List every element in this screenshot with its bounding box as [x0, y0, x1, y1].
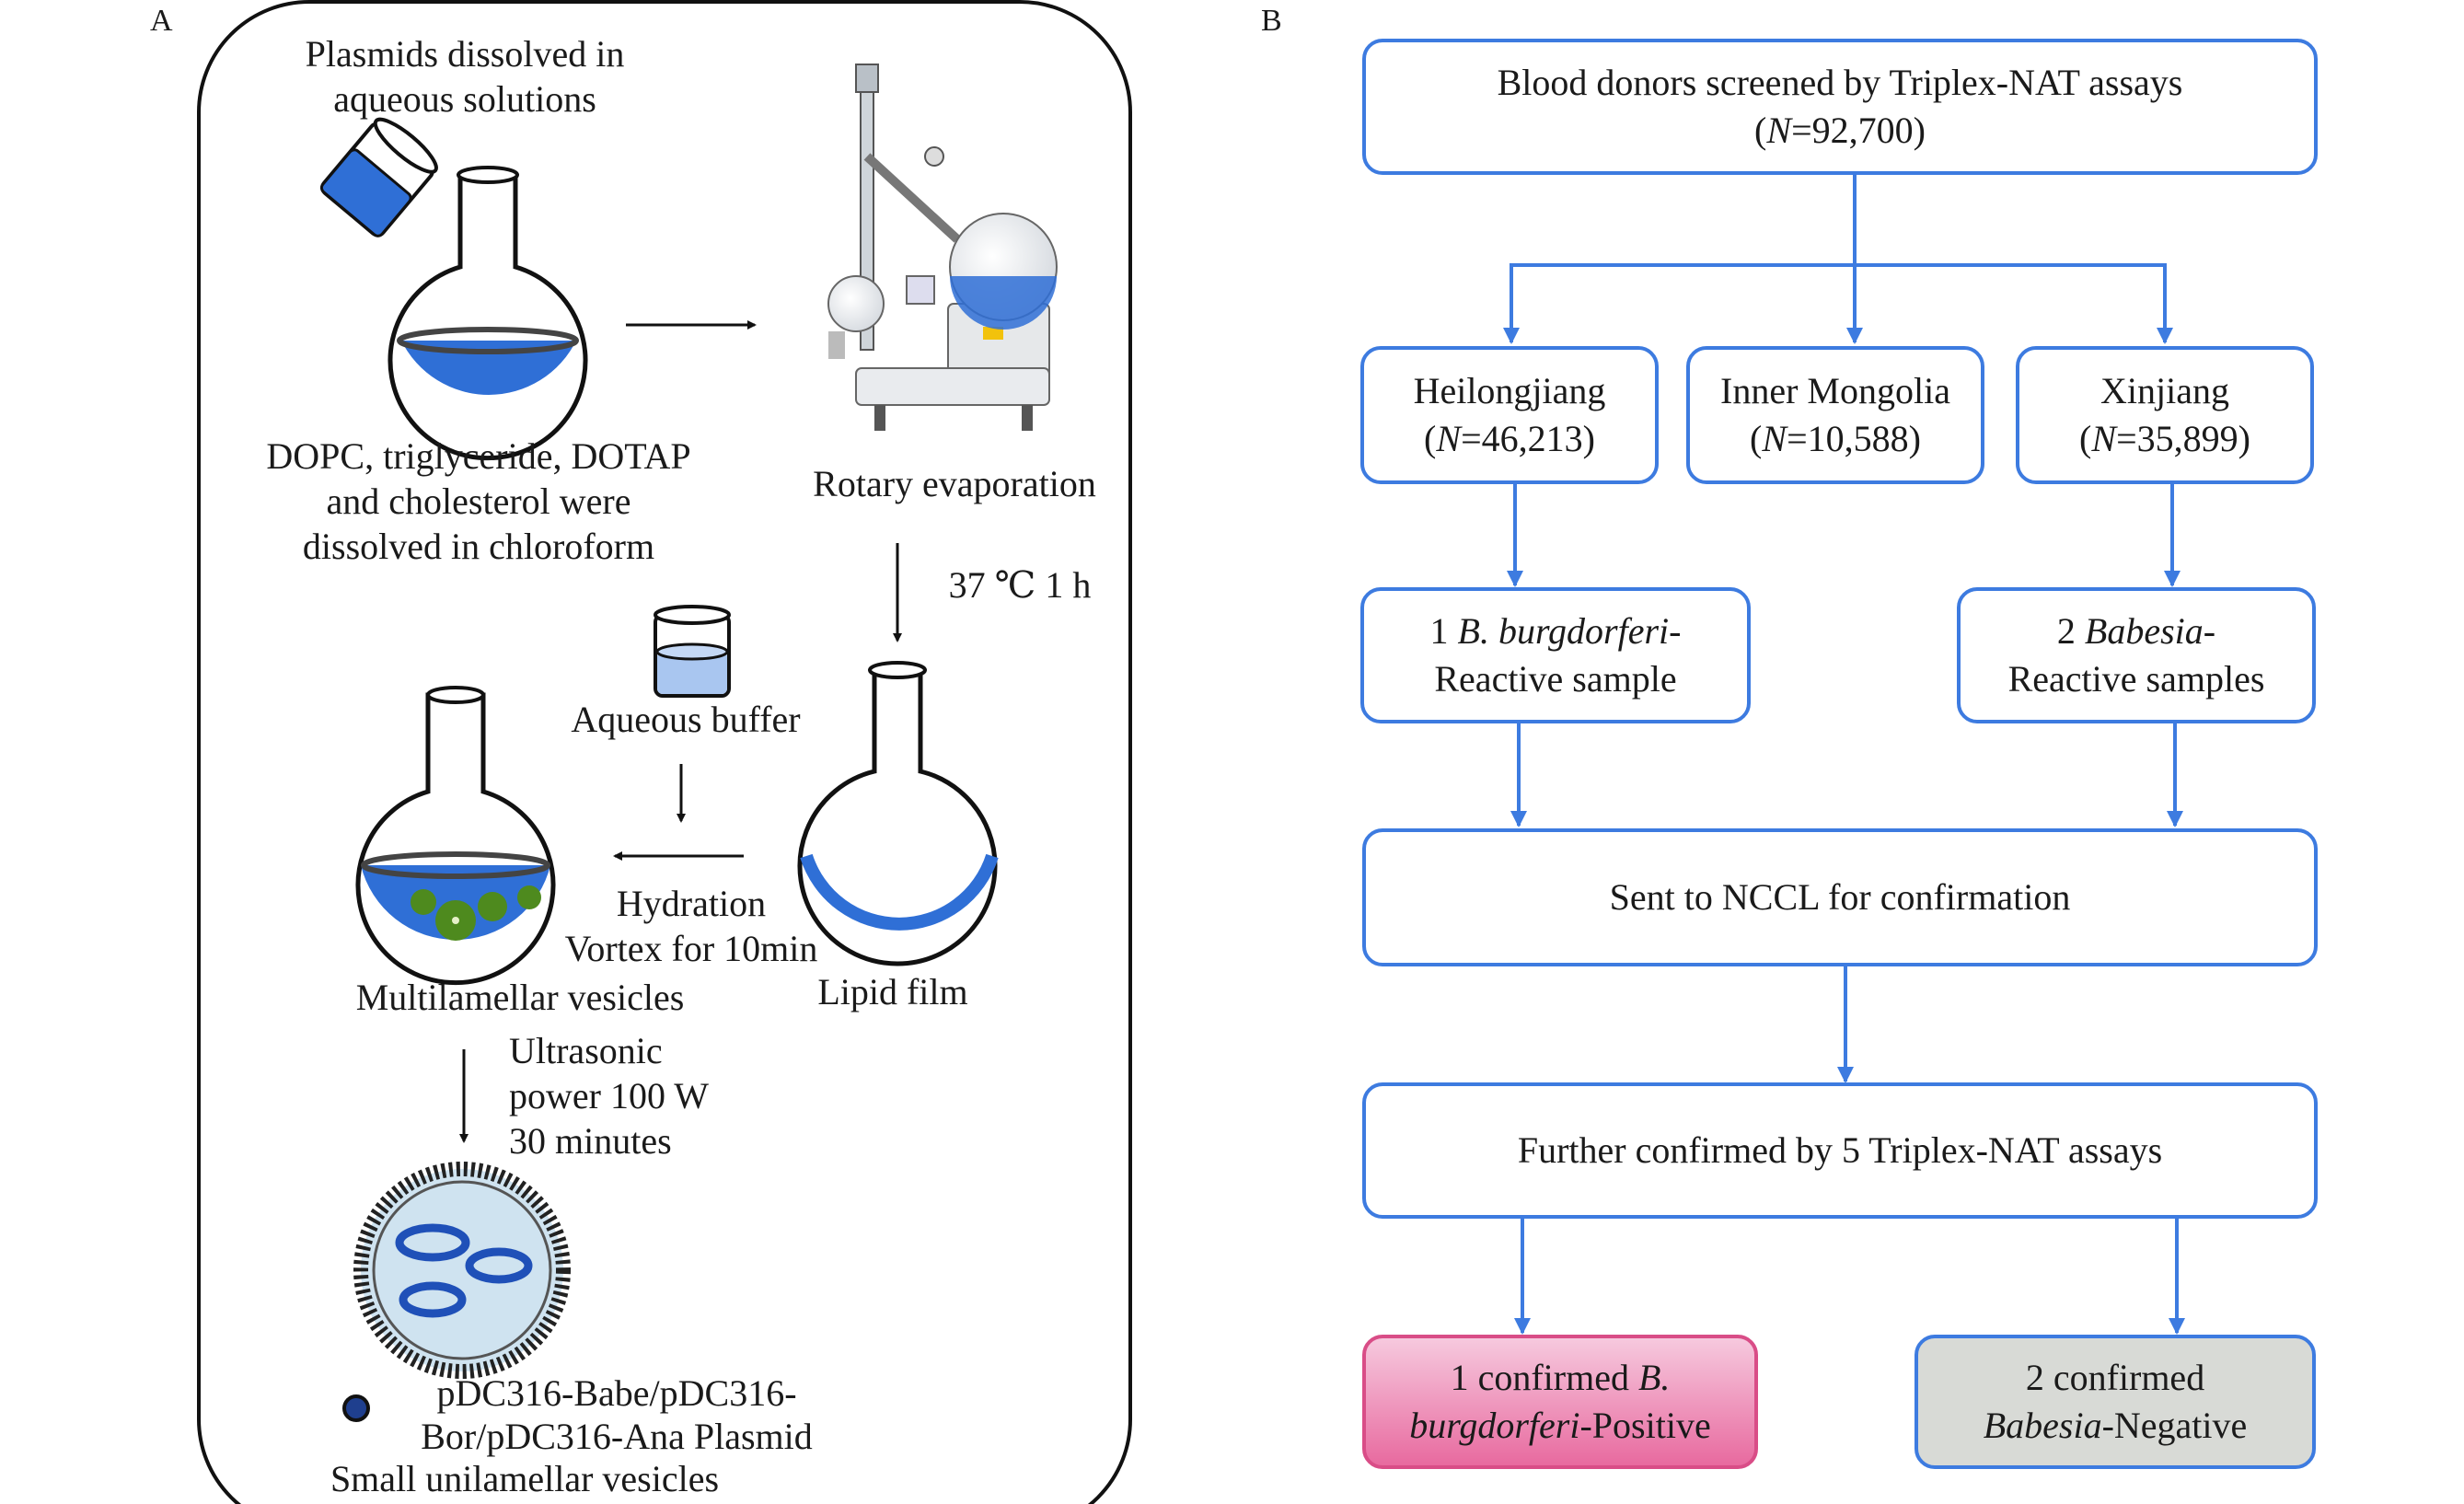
- further-confirmed-box: Further confirmed by 5 Triplex-NAT assay…: [1362, 1082, 2318, 1219]
- positive-result-box: 1 confirmed B. burgdorferi-Positive: [1362, 1335, 1758, 1469]
- positive-line-2: burgdorferi-Positive: [1409, 1402, 1710, 1450]
- reactive1-suffix: -: [1669, 610, 1682, 652]
- hydration-line-2: Vortex for 10min: [564, 927, 818, 969]
- reactive-babesia-line-1: 2 Babesia-: [2057, 607, 2215, 655]
- inner-mongolia-count: (N=10,588): [1750, 418, 1921, 459]
- nccl-text: Sent to NCCL for confirmation: [1609, 876, 2071, 918]
- plasmids-line-2: aqueous solutions: [333, 77, 596, 120]
- aqueous-buffer-label: Aqueous buffer: [571, 699, 801, 740]
- xinjiang-box: Xinjiang (N=35,899): [2016, 346, 2314, 484]
- xinjiang-n-symbol: N: [2091, 418, 2117, 459]
- donors-n-symbol: N: [1766, 110, 1792, 151]
- negative-result-box: 2 confirmed Babesia-Negative: [1915, 1335, 2316, 1469]
- plasmid-legend-label: pDC316-Babe/pDC316- Bor/pDC316-Ana Plasm…: [377, 1371, 856, 1458]
- reactive-burgdorferi-line-2: Reactive sample: [1434, 658, 1677, 700]
- plasmid-beaker-icon: [319, 117, 438, 237]
- inner-mongolia-n-symbol: N: [1762, 418, 1787, 459]
- reactive2-species: Babesia: [2084, 610, 2204, 652]
- heilongjiang-count: (N=46,213): [1424, 418, 1595, 459]
- multilamellar-label: Multilamellar vesicles: [355, 977, 685, 1018]
- panel-a-frame: [197, 0, 1132, 1504]
- ultrasonic-line-3: 30 minutes: [509, 1119, 672, 1162]
- positive-line-1: 1 confirmed B.: [1451, 1354, 1671, 1402]
- ultrasonic-line-2: power 100 W: [509, 1074, 709, 1116]
- heilongjiang-box: Heilongjiang (N=46,213): [1360, 346, 1659, 484]
- reactive2-suffix: -: [2203, 610, 2216, 652]
- dopc-line-1: DOPC, triglyceride, DOTAP: [266, 435, 691, 477]
- legend-line-2: Bor/pDC316-Ana Plasmid: [421, 1416, 813, 1458]
- negative-line-2: Babesia-Negative: [1984, 1402, 2248, 1450]
- lipid-film-flask-icon: [797, 661, 999, 966]
- arrow-branch: [1510, 263, 2167, 342]
- rotary-evaporation-label: Rotary evaporation: [813, 463, 1096, 504]
- panel-b-letter: B: [1261, 4, 1282, 38]
- reactive-burgdorferi-box: 1 B. burgdorferi- Reactive sample: [1360, 587, 1751, 723]
- temperature-label: 37 ℃ 1 h: [948, 564, 1092, 606]
- dopc-line-2: and cholesterol were: [326, 480, 631, 522]
- small-vesicles-label: Small unilamellar vesicles: [330, 1458, 720, 1499]
- ultrasonic-line-1: Ultrasonic: [509, 1030, 663, 1071]
- xinjiang-count: (N=35,899): [2079, 418, 2250, 459]
- donors-n-value: =92,700): [1791, 110, 1926, 151]
- hydration-label: Hydration Vortex for 10min: [549, 882, 834, 972]
- negative-line-1: 2 confirmed: [2025, 1357, 2205, 1398]
- rotary-evaporator-icon: [827, 64, 1058, 431]
- reactive1-species: B. burgdorferi: [1457, 610, 1670, 652]
- xinjiang-name: Xinjiang: [2100, 370, 2229, 411]
- reactive2-prefix: 2: [2056, 610, 2085, 652]
- reactive-babesia-line-2: Reactive samples: [2007, 658, 2265, 700]
- plasmid-legend-icon: [342, 1394, 370, 1422]
- buffer-beaker-icon: [654, 605, 731, 698]
- heilongjiang-name: Heilongjiang: [1413, 370, 1606, 411]
- lipid-film-label: Lipid film: [817, 971, 968, 1012]
- heilongjiang-n-symbol: N: [1436, 418, 1462, 459]
- hydration-line-1: Hydration: [616, 883, 767, 924]
- negative-suffix: -Negative: [2101, 1405, 2248, 1446]
- donors-line-2: (N=92,700): [1754, 110, 1926, 151]
- small-unilamellar-vesicle-icon: [353, 1162, 571, 1379]
- round-bottom-flask-icon: [388, 166, 588, 461]
- multilamellar-flask-icon: [355, 686, 556, 986]
- positive-suffix: -Positive: [1579, 1405, 1711, 1446]
- dopc-line-3: dissolved in chloroform: [302, 525, 655, 567]
- inner-mongolia-box: Inner Mongolia (N=10,588): [1686, 346, 1984, 484]
- xinjiang-n-value: =35,899): [2116, 418, 2250, 459]
- positive-prefix: 1 confirmed: [1450, 1357, 1638, 1398]
- panel-a-letter: A: [150, 4, 173, 38]
- donors-box: Blood donors screened by Triplex-NAT ass…: [1362, 39, 2318, 175]
- ultrasonic-label: Ultrasonic power 100 W 30 minutes: [509, 1029, 709, 1163]
- dopc-label: DOPC, triglyceride, DOTAP and cholestero…: [230, 434, 727, 569]
- negative-species: Babesia: [1983, 1405, 2102, 1446]
- inner-mongolia-name: Inner Mongolia: [1720, 370, 1950, 411]
- nccl-box: Sent to NCCL for confirmation: [1362, 828, 2318, 966]
- plasmids-label: Plasmids dissolved in aqueous solutions: [276, 32, 654, 122]
- inner-mongolia-n-value: =10,588): [1787, 418, 1921, 459]
- further-confirmed-text: Further confirmed by 5 Triplex-NAT assay…: [1517, 1129, 2163, 1171]
- donors-line-1: Blood donors screened by Triplex-NAT ass…: [1497, 62, 2183, 103]
- reactive-babesia-box: 2 Babesia- Reactive samples: [1957, 587, 2316, 723]
- reactive1-prefix: 1: [1429, 610, 1458, 652]
- positive-species-1: B.: [1637, 1357, 1671, 1398]
- heilongjiang-n-value: =46,213): [1461, 418, 1595, 459]
- reactive-burgdorferi-line-1: 1 B. burgdorferi-: [1430, 607, 1682, 655]
- legend-line-1: pDC316-Babe/pDC316-: [436, 1372, 797, 1414]
- plasmids-line-1: Plasmids dissolved in: [305, 33, 625, 75]
- positive-species-2: burgdorferi: [1409, 1405, 1580, 1446]
